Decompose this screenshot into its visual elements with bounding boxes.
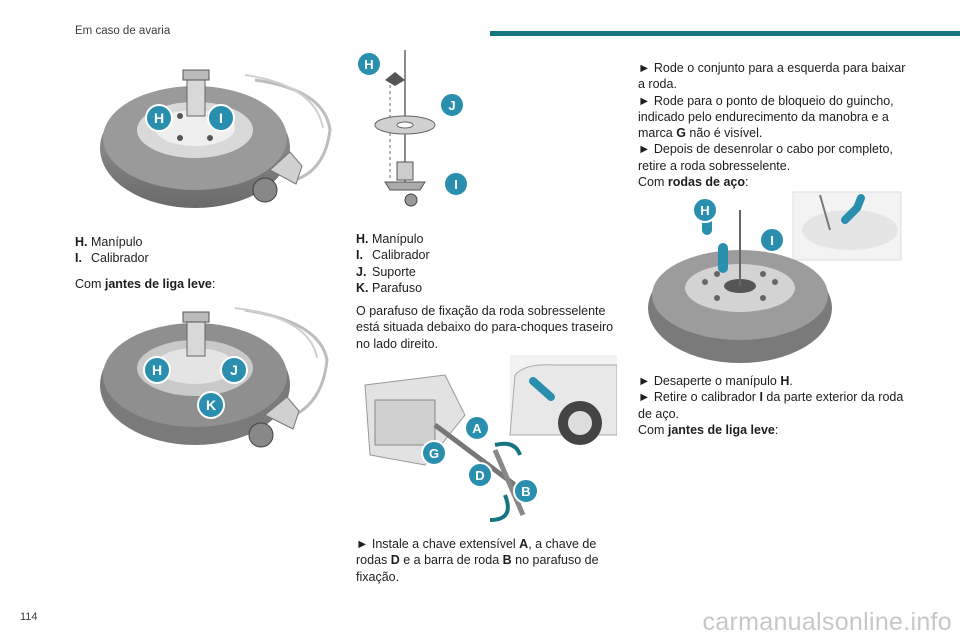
step-text: ► Desaperte o manípulo H. — [638, 374, 793, 388]
svg-text:H: H — [154, 110, 164, 126]
callout-a: A — [464, 415, 490, 441]
callout-j: J — [439, 92, 465, 118]
callout-i: I — [759, 227, 785, 253]
callout-h: H — [145, 104, 173, 132]
legend-item: I.Calibrador — [75, 251, 149, 266]
svg-text:B: B — [521, 484, 530, 499]
svg-text:D: D — [475, 468, 484, 483]
step-text: ► Depois de desenrolar o cabo por comple… — [638, 142, 893, 173]
step-text: ► Rode para o ponto de bloqueio do guinc… — [638, 93, 894, 141]
svg-text:H: H — [700, 203, 709, 218]
callout-i: I — [443, 171, 469, 197]
svg-text:I: I — [454, 177, 458, 192]
svg-text:G: G — [429, 446, 439, 461]
svg-text:H: H — [364, 57, 373, 72]
legend-item: I.Calibrador — [356, 248, 430, 263]
callout-g: G — [421, 440, 447, 466]
callout-i: I — [207, 104, 235, 132]
step-text: ► Rode o conjunto para a esquerda para b… — [638, 61, 906, 92]
callout-b: B — [513, 478, 539, 504]
svg-text:I: I — [219, 110, 223, 126]
legend-item: K.Parafuso — [356, 280, 423, 295]
svg-text:H: H — [152, 362, 162, 378]
column-2-paragraph: O parafuso de fixação da roda sobressele… — [356, 304, 614, 351]
column-3-steps-2: ► Desaperte o manípulo H. ► Retire o cal… — [638, 373, 910, 438]
callout-j: J — [220, 356, 248, 384]
figure-exploded-hji: H J I — [356, 50, 469, 207]
header-accent-bar — [490, 31, 960, 36]
svg-text:J: J — [230, 362, 238, 378]
watermark: carmanualsonline.info — [702, 608, 952, 636]
page-number: 114 — [20, 611, 38, 623]
step-text: ► Retire o calibrador I da parte exterio… — [638, 390, 904, 421]
callout-h: H — [356, 51, 382, 77]
legend-item: H.Manípulo — [75, 235, 143, 249]
section-header: Em caso de avaria — [75, 25, 171, 37]
legend-item: H.Manípulo — [356, 232, 424, 246]
callout-h: H — [692, 197, 718, 223]
column-2-step: ► Instale a chave extensível A, a chave … — [356, 537, 599, 584]
callout-k: K — [197, 391, 225, 419]
figure-spare-wheel-hi: H I — [100, 69, 332, 208]
column-3-steps: ► Rode o conjunto para a esquerda para b… — [638, 60, 910, 190]
svg-text:J: J — [448, 98, 455, 113]
callout-d: D — [467, 462, 493, 488]
figure-steel-wheel-hi: H I — [648, 191, 902, 363]
legend-item: J.Suporte — [356, 264, 416, 279]
figure-alloy-wheel-hjk: H J K — [100, 307, 329, 448]
column-1-legend: H.Manípulo I.Calibrador — [75, 234, 325, 267]
column-1-com-line: Com jantes de liga leve: — [75, 277, 216, 291]
callout-h: H — [143, 356, 171, 384]
svg-text:A: A — [472, 421, 482, 436]
svg-text:K: K — [206, 397, 216, 413]
figure-tool-assembly: A G D B — [364, 355, 617, 522]
column-2-legend: H.Manípulo I.Calibrador J.Suporte K.Para… — [356, 231, 616, 296]
svg-text:I: I — [770, 233, 774, 248]
